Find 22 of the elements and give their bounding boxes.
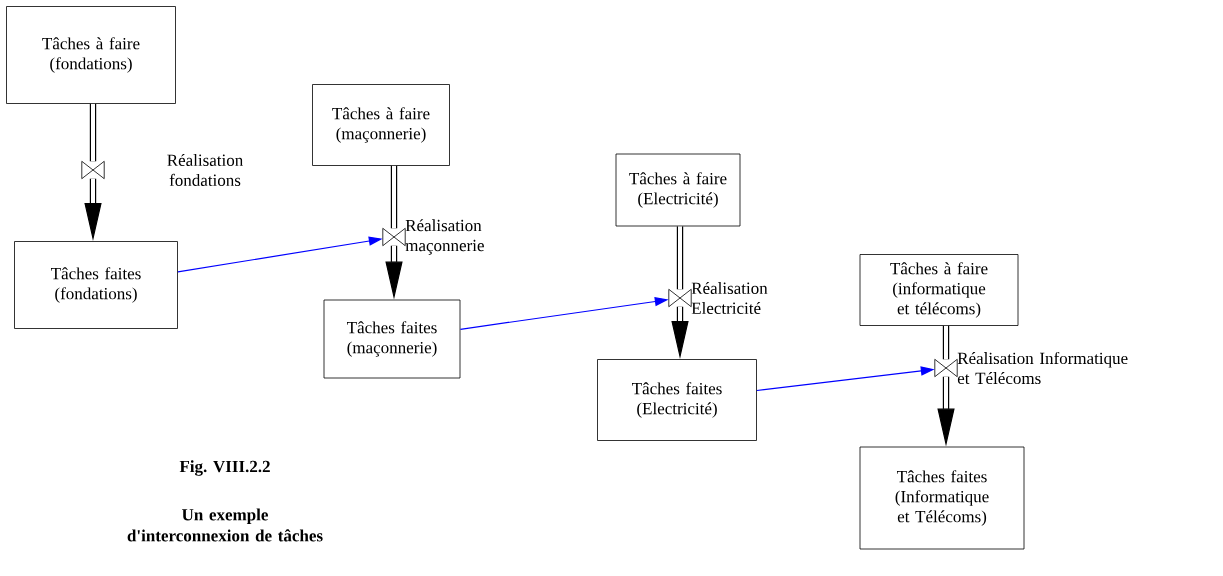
stock-box: Tâches à faire (fondations) <box>6 6 176 104</box>
valve-label: Réalisation maçonnerie <box>405 219 484 255</box>
figure-number: Fig. VIII.2.2 <box>179 460 270 476</box>
stock-box: Tâches à faire (maçonnerie) <box>312 84 450 166</box>
flow-pipe <box>676 226 684 290</box>
valve-symbol <box>81 160 105 180</box>
valve-symbol <box>382 227 406 247</box>
stock-box: Tâches faites (maçonnerie) <box>323 299 461 379</box>
stock-box: Tâches à faire (Electricité) <box>615 153 741 227</box>
flow-pipe <box>89 103 97 162</box>
flow-pipe <box>390 165 398 229</box>
valve-symbol <box>934 358 958 378</box>
valve-label: Réalisation Electricité <box>691 282 768 314</box>
valve-label: Réalisation fondations <box>167 154 243 186</box>
stock-box: Tâches à faire (informatique et télécoms) <box>859 254 1019 326</box>
stock-box: Tâches faites (Informatique et Télécoms) <box>859 446 1025 550</box>
stock-box: Tâches faites (Electricité) <box>597 359 757 441</box>
caption: Un exemple d'interconnexion de tâches <box>127 508 323 542</box>
stock-box: Tâches faites (fondations) <box>14 241 178 329</box>
valve-symbol <box>668 288 692 308</box>
flow-pipe <box>942 325 950 360</box>
valve-label: Réalisation Informatique et Télécoms <box>957 351 1128 385</box>
